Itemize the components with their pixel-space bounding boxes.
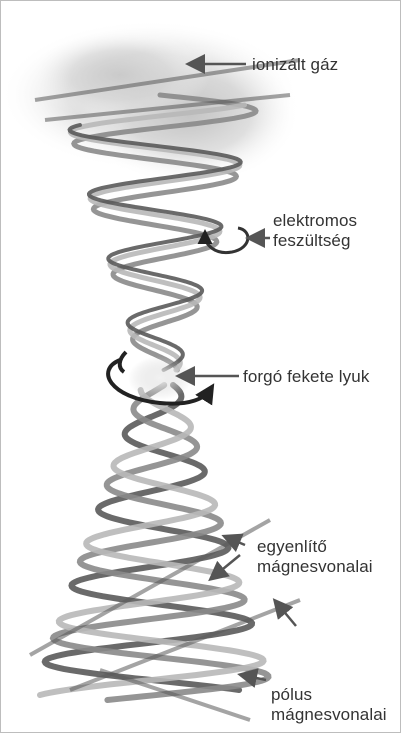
- label-equatorial-line2: mágnesvonalai: [257, 557, 373, 577]
- label-polar-line2: mágnesvonalai: [271, 705, 387, 725]
- label-equatorial-line1: egyenlítő: [257, 537, 373, 557]
- label-polar-field-lines: pólus mágnesvonalai: [271, 685, 387, 725]
- label-black-hole: forgó fekete lyuk: [243, 367, 369, 387]
- label-ionized-gas-text: ionizált gáz: [252, 55, 338, 74]
- label-electric-voltage-line2: feszültség: [273, 231, 357, 251]
- black-hole-core: [128, 356, 192, 400]
- label-equatorial-field-lines: egyenlítő mágnesvonalai: [257, 537, 373, 577]
- label-black-hole-text: forgó fekete lyuk: [243, 367, 369, 386]
- label-polar-line1: pólus: [271, 685, 387, 705]
- label-electric-voltage: elektromos feszültség: [273, 211, 357, 251]
- label-ionized-gas: ionizált gáz: [252, 55, 338, 75]
- label-electric-voltage-line1: elektromos: [273, 211, 357, 231]
